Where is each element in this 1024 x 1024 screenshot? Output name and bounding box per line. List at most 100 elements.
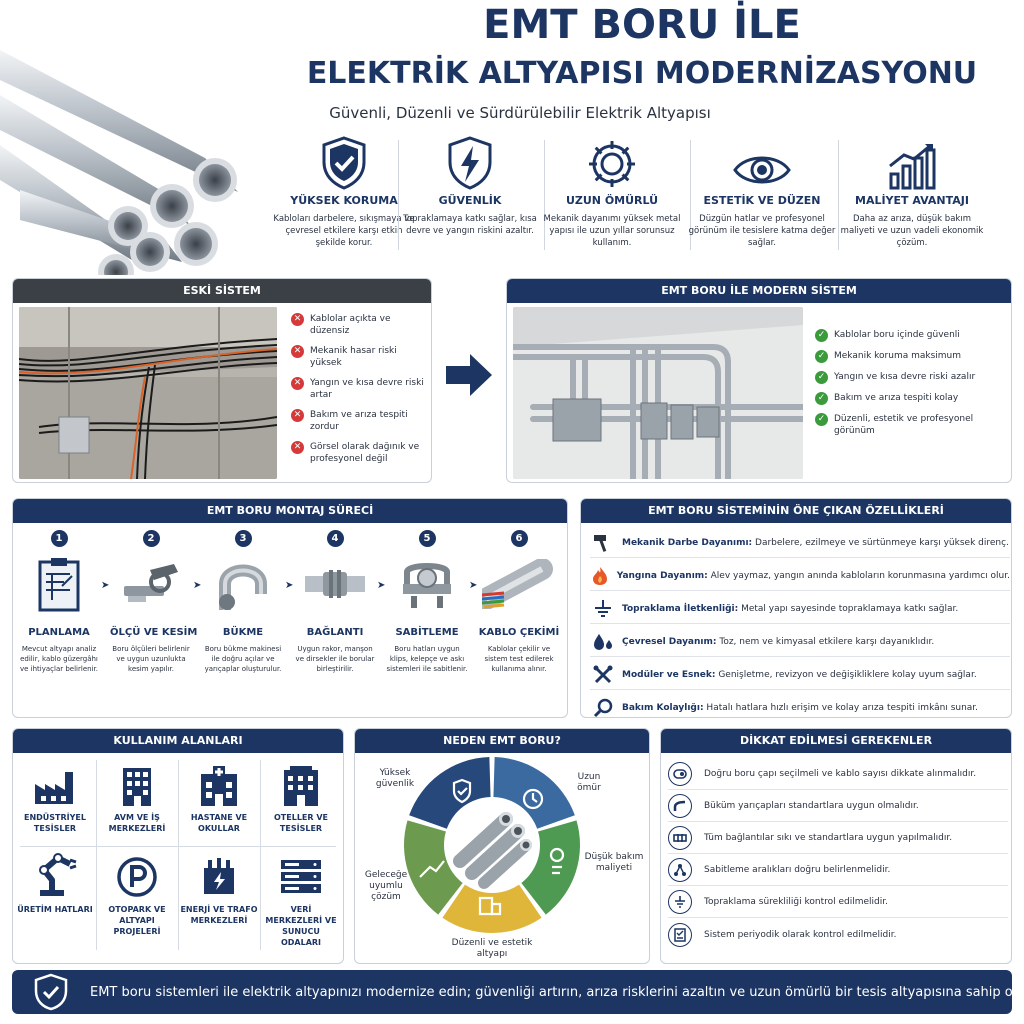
cross-icon: ✕ bbox=[291, 377, 304, 390]
chevron-right-icon: ➤ bbox=[285, 580, 294, 591]
checklist-icon bbox=[668, 922, 692, 947]
new-system-photo bbox=[513, 307, 803, 479]
gear-icon bbox=[589, 141, 635, 187]
pipe-diameter-icon bbox=[668, 762, 692, 786]
coupling-icon bbox=[305, 570, 365, 598]
parking-icon bbox=[117, 857, 157, 897]
ground-icon bbox=[595, 599, 611, 617]
divider bbox=[838, 140, 839, 250]
list-item: ✕Kablolar açıkta ve düzensiz bbox=[291, 313, 427, 337]
ground-icon bbox=[668, 890, 692, 914]
usage-item: VERİ MERKEZLERİ VE SUNUCU ODALARI bbox=[262, 852, 340, 948]
usage-item: HASTANE VE OKULLAR bbox=[180, 760, 258, 834]
process-step-2: 2 ÖLÇÜ VE KESİM Boru ölçüleri belirlenir… bbox=[110, 530, 198, 674]
connector-icon bbox=[668, 826, 692, 850]
properties-panel: EMT BORU SİSTEMİNİN ÖNE ÇIKAN ÖZELLİKLER… bbox=[580, 498, 1012, 718]
bar-chart-icon bbox=[889, 143, 936, 190]
blueprint-icon bbox=[38, 558, 80, 612]
why-label: Geleceğe uyumlu çözüm bbox=[364, 870, 408, 902]
caution-item: Topraklama sürekliliği kontrol edilmelid… bbox=[668, 887, 1008, 918]
divider bbox=[96, 760, 97, 950]
step-number: 1 bbox=[50, 530, 68, 547]
list-item: ✕Görsel olarak dağınık ve profesyonel de… bbox=[291, 441, 427, 465]
feature-text: Kabloları darbelere, sıkışmaya ve çevres… bbox=[273, 214, 415, 248]
page-subtitle: Güvenli, Düzenli ve Sürdürülebilir Elekt… bbox=[329, 104, 711, 122]
caution-item: Tüm bağlantılar sıkı ve standartlara uyg… bbox=[668, 823, 1008, 854]
list-item: ✓Kablolar boru içinde güvenli bbox=[815, 329, 1005, 342]
list-item: ✓Yangın ve kısa devre riski azalır bbox=[815, 371, 1005, 384]
tools-icon bbox=[593, 665, 613, 683]
cable-pulling-icon bbox=[482, 559, 553, 609]
list-item: ✓Düzenli, estetik ve profesyonel görünüm bbox=[815, 413, 1005, 437]
caution-item: Büküm yarıçapları standartlara uygun olm… bbox=[668, 791, 1008, 822]
caution-title: DİKKAT EDİLMESİ GEREKENLER bbox=[661, 729, 1011, 753]
magnifier-icon bbox=[593, 698, 613, 718]
why-title: NEDEN EMT BORU? bbox=[355, 729, 649, 753]
divider bbox=[20, 846, 336, 847]
process-title: EMT BORU MONTAJ SÜRECİ bbox=[13, 499, 567, 523]
pipe-bend-icon bbox=[219, 564, 267, 610]
process-step-5: 5 SABİTLEME Boru hatları uygun klips, ke… bbox=[386, 530, 468, 674]
chevron-right-icon: ➤ bbox=[377, 580, 386, 591]
why-label: Yüksek güvenlik bbox=[375, 768, 415, 789]
list-item: ✕Bakım ve arıza tespiti zordur bbox=[291, 409, 427, 433]
why-donut bbox=[402, 755, 582, 939]
page-title: EMT BORU İLE bbox=[483, 2, 801, 48]
step-title: BÜKME bbox=[222, 627, 264, 638]
feature-aesthetics: ESTETİK VE DÜZEN Düzgün hatlar ve profes… bbox=[688, 132, 836, 249]
check-icon: ✓ bbox=[815, 413, 828, 426]
feature-title: UZUN ÖMÜRLÜ bbox=[565, 194, 659, 207]
divider bbox=[690, 140, 691, 250]
list-item: ✓Bakım ve arıza tespiti kolay bbox=[815, 392, 1005, 405]
cross-icon: ✕ bbox=[291, 409, 304, 422]
step-title: ÖLÇÜ VE KESİM bbox=[110, 627, 198, 638]
feature-title: YÜKSEK KORUMA bbox=[290, 194, 398, 207]
feature-text: Düzgün hatlar ve profesyonel görünüm ile… bbox=[688, 214, 836, 248]
feature-protection: YÜKSEK KORUMA Kabloları darbelere, sıkış… bbox=[270, 132, 418, 249]
why-label: Uzun ömür bbox=[577, 772, 601, 793]
footer-text: EMT boru sistemleri ile elektrik altyapı… bbox=[90, 984, 1024, 1000]
property-item: Modüler ve Esnek: Genişletme, revizyon v… bbox=[590, 660, 1010, 690]
why-label: Düşük bakım maliyeti bbox=[584, 852, 644, 873]
list-item: ✕Yangın ve kısa devre riski artar bbox=[291, 377, 427, 401]
cross-icon: ✕ bbox=[291, 345, 304, 358]
feature-title: MALİYET AVANTAJI bbox=[855, 194, 969, 207]
usage-item: ENDÜSTRİYEL TESİSLER bbox=[16, 760, 94, 834]
step-text: Boru ölçüleri belirlenir ve uygun uzunlu… bbox=[112, 645, 190, 673]
page-title-line2: ELEKTRİK ALTYAPISI MODERNİZASYONU bbox=[306, 56, 978, 91]
cross-icon: ✕ bbox=[291, 441, 304, 454]
why-segment bbox=[409, 757, 491, 829]
why-label: Düzenli ve estetik altyapı bbox=[451, 938, 533, 959]
step-title: BAĞLANTI bbox=[306, 627, 364, 638]
divider bbox=[178, 760, 179, 950]
arrow-right-icon bbox=[444, 352, 494, 402]
step-number: 6 bbox=[510, 530, 528, 547]
properties-title: EMT BORU SİSTEMİNİN ÖNE ÇIKAN ÖZELLİKLER… bbox=[581, 499, 1011, 523]
step-title: SABİTLEME bbox=[395, 627, 459, 638]
feature-longevity: UZUN ÖMÜRLÜ Mekanik dayanımı yüksek meta… bbox=[538, 132, 686, 249]
check-icon: ✓ bbox=[815, 350, 828, 363]
pipe-bend-icon bbox=[668, 794, 692, 818]
old-system-panel: ESKİ SİSTEM ✕Kablolar açıkta ve düzensiz… bbox=[12, 278, 432, 483]
property-item: Topraklama İletkenliği: Metal yapı sayes… bbox=[590, 594, 1010, 624]
clamp-icon bbox=[403, 563, 451, 608]
divider bbox=[398, 140, 399, 250]
feature-text: Mekanik dayanımı yüksek metal yapısı ile… bbox=[543, 214, 681, 248]
network-icon bbox=[668, 858, 692, 882]
shield-check-icon bbox=[34, 973, 68, 1011]
step-text: Boru hatları uygun klips, kelepçe ve ask… bbox=[386, 645, 468, 673]
usage-item: AVM VE İŞ MERKEZLERİ bbox=[98, 760, 176, 834]
caution-panel: DİKKAT EDİLMESİ GEREKENLER bbox=[660, 728, 1012, 964]
chevron-right-icon: ➤ bbox=[469, 580, 478, 591]
usage-label: HASTANE VE OKULLAR bbox=[190, 813, 248, 833]
usage-label: ÜRETİM HATLARI bbox=[17, 905, 93, 914]
shield-check-icon bbox=[322, 136, 366, 190]
caution-item: Doğru boru çapı seçilmeli ve kablo sayıs… bbox=[668, 759, 1008, 790]
feature-title: ESTETİK VE DÜZEN bbox=[703, 194, 821, 207]
new-system-title: EMT BORU İLE MODERN SİSTEM bbox=[507, 279, 1011, 303]
lightning-shield-icon bbox=[448, 136, 492, 190]
process-step-6: 6 KABLO ÇEKİMİ Kablolar çekilir ve siste… bbox=[478, 530, 560, 674]
feature-safety: GÜVENLİK Topraklamaya katkı sağlar, kısa… bbox=[396, 132, 544, 237]
step-title: PLANLAMA bbox=[28, 627, 90, 638]
droplets-icon bbox=[594, 633, 612, 650]
